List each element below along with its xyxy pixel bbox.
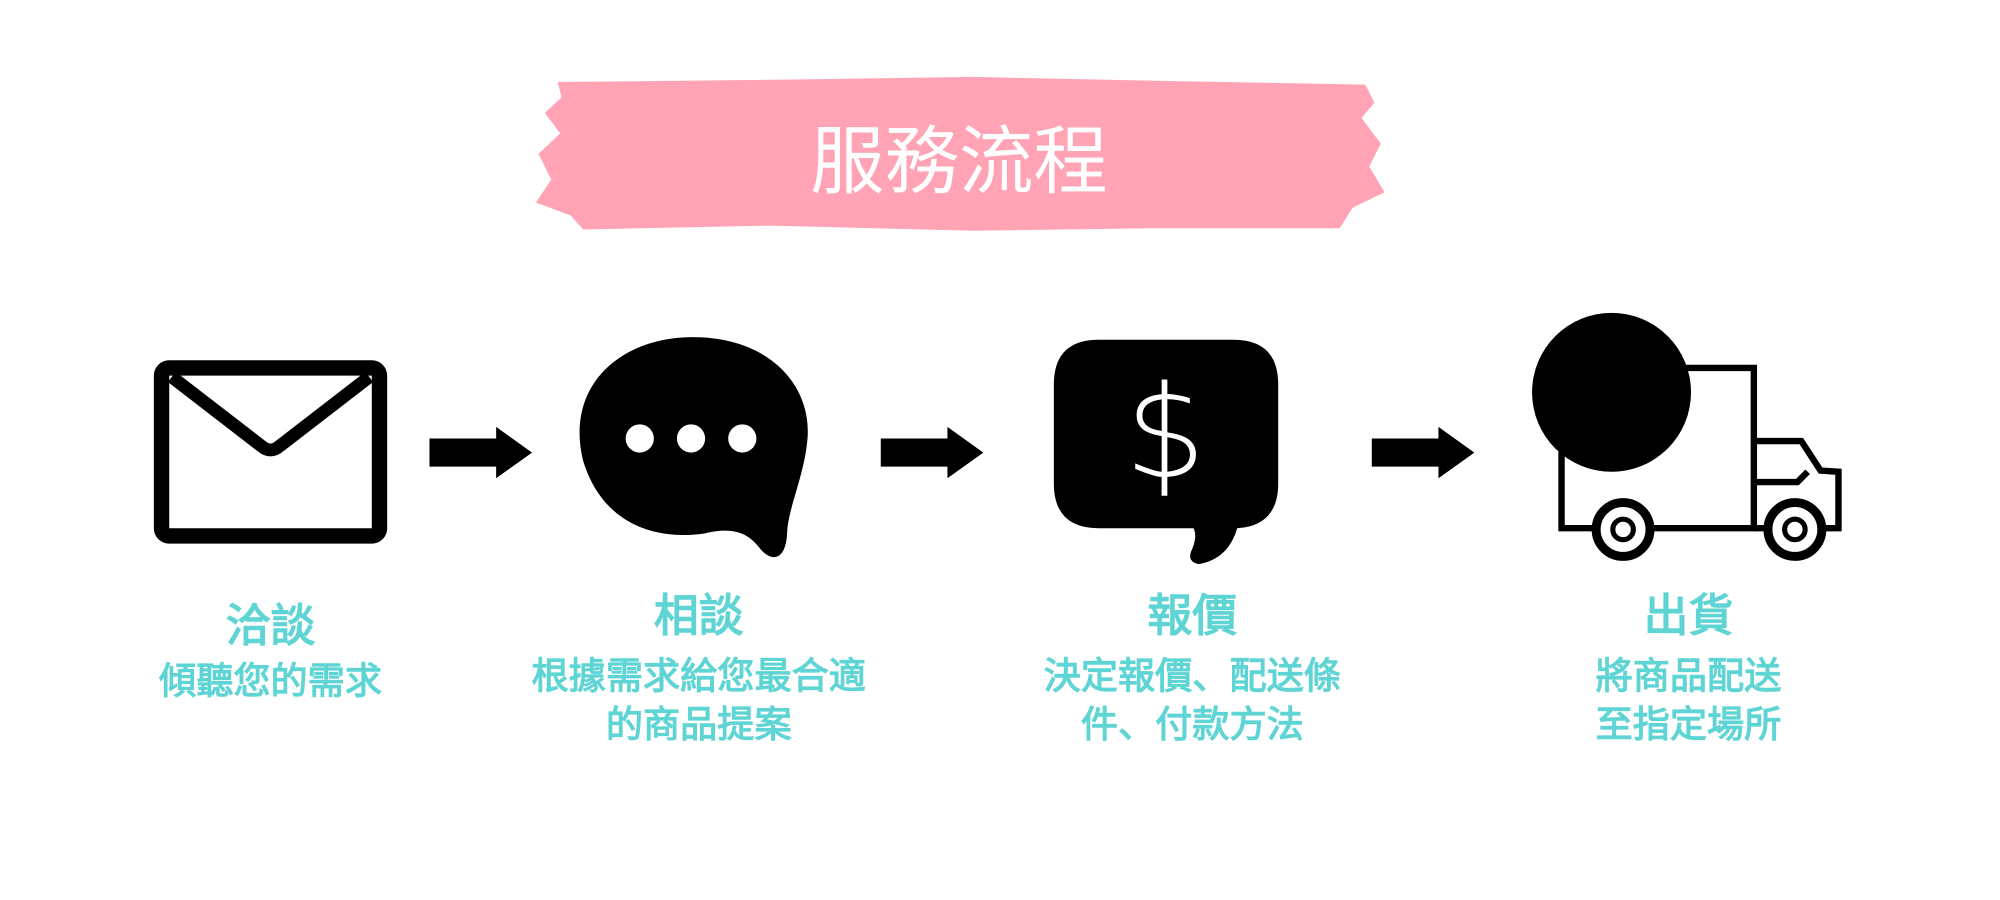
step-heading: 報價 <box>1147 589 1237 642</box>
step-description: 件、付款方法 <box>1081 702 1304 746</box>
arrow-icon <box>880 426 984 479</box>
title-banner: 服務流程 <box>535 76 1385 231</box>
arrow-icon <box>429 426 533 479</box>
step-description: 根據需求給您最合適 <box>532 653 866 697</box>
step-4-label: 出貨 將商品配送 至指定場所 <box>1596 589 1783 746</box>
envelope-icon <box>153 360 388 544</box>
step-2-label: 相談 根據需求給您最合適 的商品提案 <box>532 589 866 746</box>
step-3-label: 報價 決定報價、配送條 件、付款方法 <box>1044 589 1341 746</box>
step-heading: 出貨 <box>1644 589 1734 642</box>
truck-icon <box>1532 312 1842 561</box>
step-heading: 相談 <box>654 589 744 642</box>
page-title: 服務流程 <box>810 118 1107 205</box>
step-heading: 洽談 <box>226 599 316 652</box>
svg-text:$: $ <box>1125 359 1207 508</box>
dollar-bubble-icon: $ <box>1053 339 1279 565</box>
step-1-label: 洽談 傾聽您的需求 <box>158 599 382 703</box>
step-description: 至指定場所 <box>1596 702 1782 746</box>
step-description: 將商品配送 <box>1596 653 1783 697</box>
step-description: 傾聽您的需求 <box>158 659 382 703</box>
step-description: 決定報價、配送條 <box>1044 653 1341 697</box>
chat-bubble-icon <box>579 337 808 558</box>
arrow-icon <box>1371 426 1475 479</box>
step-description: 的商品提案 <box>606 702 793 746</box>
